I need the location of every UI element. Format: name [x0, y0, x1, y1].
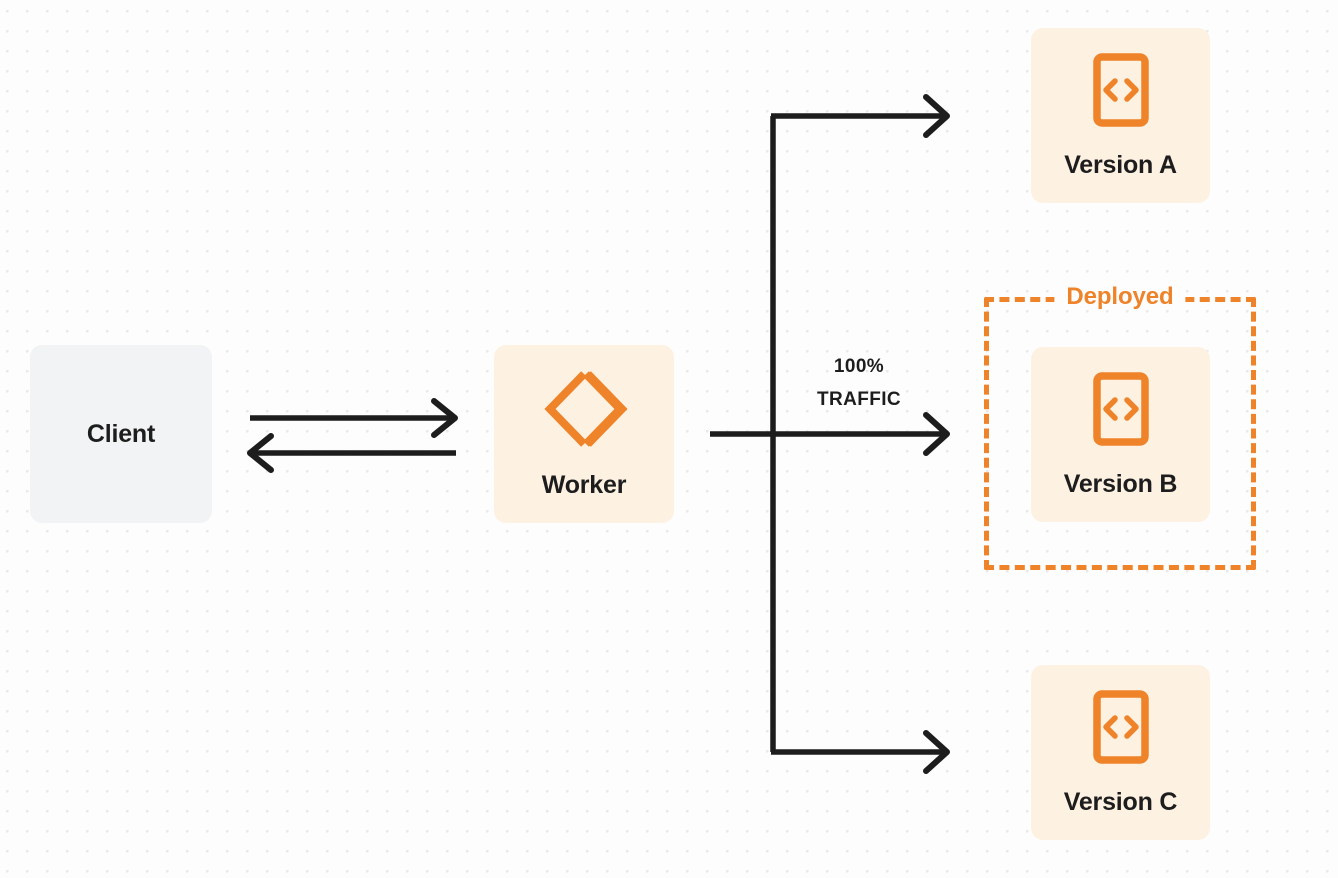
cloudflare-workers-logo-icon	[538, 368, 630, 455]
version-a-label: Version A	[1064, 150, 1177, 179]
version-b-label: Version B	[1063, 469, 1178, 498]
node-client[interactable]: Client	[30, 345, 212, 523]
traffic-word: TRAFFIC	[816, 389, 902, 410]
worker-label: Worker	[541, 471, 627, 499]
arrow-worker-to-client	[247, 433, 456, 473]
deployed-group: Deployed	[984, 284, 1256, 570]
node-version-a[interactable]: Version A	[1031, 28, 1210, 203]
code-brackets-icon	[1092, 371, 1150, 452]
traffic-annotation: 100% TRAFFIC	[793, 350, 925, 416]
traffic-percent: 100%	[833, 356, 885, 377]
node-version-b[interactable]: Version B	[1031, 347, 1210, 522]
arrow-client-to-worker	[250, 398, 458, 438]
code-brackets-icon	[1092, 52, 1150, 133]
node-version-c[interactable]: Version C	[1031, 665, 1210, 840]
arrow-worker-to-version-c	[771, 730, 950, 774]
client-label: Client	[86, 419, 156, 448]
version-c-label: Version C	[1063, 787, 1178, 816]
node-worker[interactable]: Worker	[494, 345, 674, 523]
code-brackets-icon	[1092, 689, 1150, 770]
arrow-worker-to-version-a	[771, 94, 950, 138]
deployed-group-label: Deployed	[1054, 284, 1186, 310]
arrow-worker-to-version-b	[710, 412, 950, 456]
